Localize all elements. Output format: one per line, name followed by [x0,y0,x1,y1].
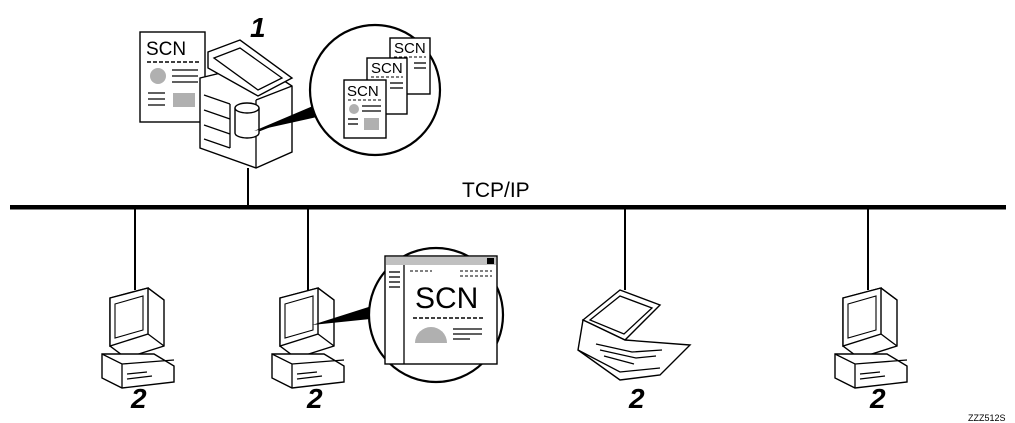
client-laptop [577,289,692,381]
network-bus [10,205,1006,210]
svg-text:SCN: SCN [371,60,403,77]
document-label: SCN [146,39,186,60]
client-computer-2 [271,287,345,389]
machine-number: 1 [250,12,266,43]
client-computer-1 [101,287,175,389]
disk-callout-pointer [254,103,326,131]
svg-text:SCN: SCN [347,83,379,100]
client-number-4: 2 [869,383,886,414]
stored-documents-callout: SCN SCN SCN [308,23,442,157]
network-label: TCP/IP [462,179,530,202]
scanned-document: SCN [139,31,206,123]
client-number-3: 2 [628,383,645,414]
figure-code: ZZZ512S [968,413,1006,423]
screen-document-label: SCN [415,282,478,315]
screen-callout-pointer [312,304,380,325]
machine-with-hard-disk [199,39,294,169]
screen-view-callout: SCN [367,246,505,384]
svg-text:SCN: SCN [394,40,426,57]
client-computer-4 [834,287,908,389]
hard-disk-icon [234,102,260,139]
client-number-2: 2 [306,383,323,414]
client-number-1: 2 [130,383,147,414]
